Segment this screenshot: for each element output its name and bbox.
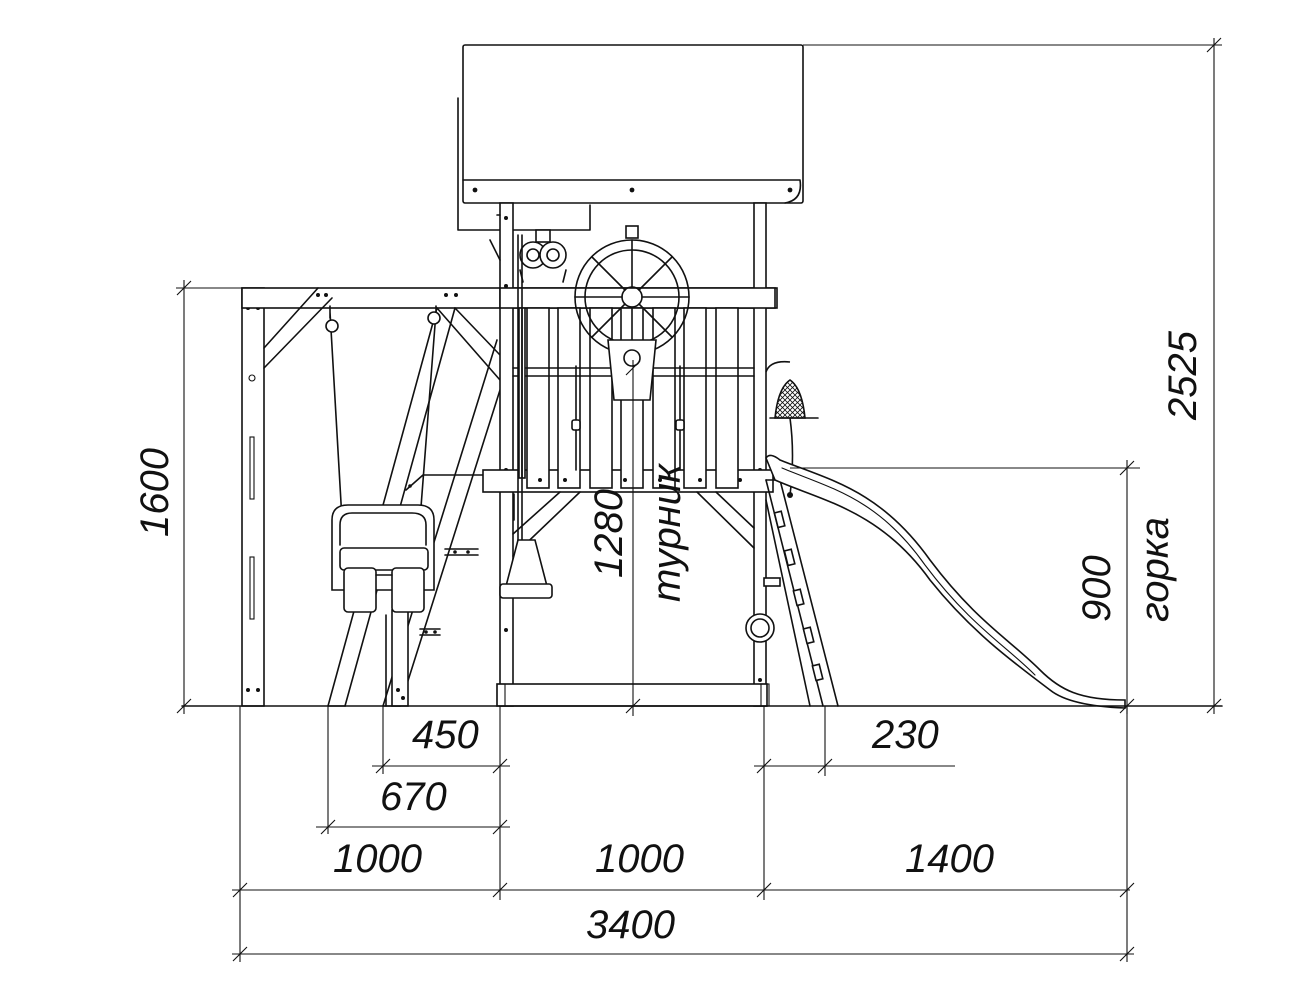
bell-icon (765, 360, 819, 498)
dim-swing-offset-inner: 450 (412, 713, 479, 757)
dim-tower-section: 1000 (595, 837, 684, 881)
dimension-lines (176, 37, 1222, 962)
roof (457, 44, 804, 231)
swing-seat (325, 305, 441, 613)
binoculars-icon (519, 229, 567, 283)
dim-total-width: 3400 (586, 903, 675, 947)
tower (482, 202, 776, 707)
ladder (745, 479, 839, 707)
slide (765, 454, 1126, 709)
label-slide: горка (1133, 517, 1177, 622)
dim-swing-height: 1600 (133, 448, 177, 537)
label-bar: турник (645, 462, 689, 602)
dim-ladder-offset: 230 (871, 713, 939, 757)
dim-swing-section: 1000 (333, 837, 422, 881)
dim-total-height: 2525 (1161, 330, 1205, 421)
dim-platform-height: 1280 (587, 489, 631, 578)
dim-slide-section: 1400 (905, 837, 994, 881)
dim-swing-offset-outer: 670 (380, 775, 447, 819)
dim-slide-height: 900 (1075, 555, 1119, 622)
